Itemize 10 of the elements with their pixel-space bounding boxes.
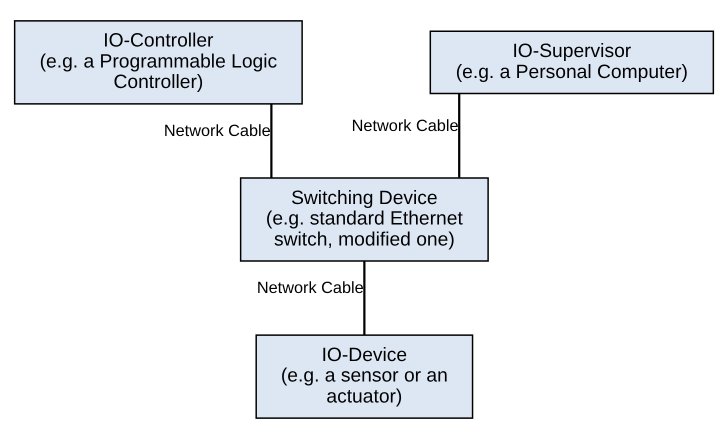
node-box: IO-Device (e.g. a sensor or an actuator): [255, 334, 474, 419]
node-box: IO-Supervisor (e.g. a Personal Computer): [430, 30, 714, 94]
edge-label: Network Cable: [352, 116, 459, 135]
edge-label: Network Cable: [164, 122, 271, 140]
connector: [270, 104, 272, 178]
node-box: IO-Controller (e.g. a Programmable Logic Controller): [14, 20, 303, 105]
node-box: Switching Device (e.g. standard Ethernet switch, modified one): [240, 177, 489, 262]
edge-label: Network Cable: [256, 279, 364, 298]
connector: [458, 94, 460, 178]
connector: [363, 261, 366, 335]
